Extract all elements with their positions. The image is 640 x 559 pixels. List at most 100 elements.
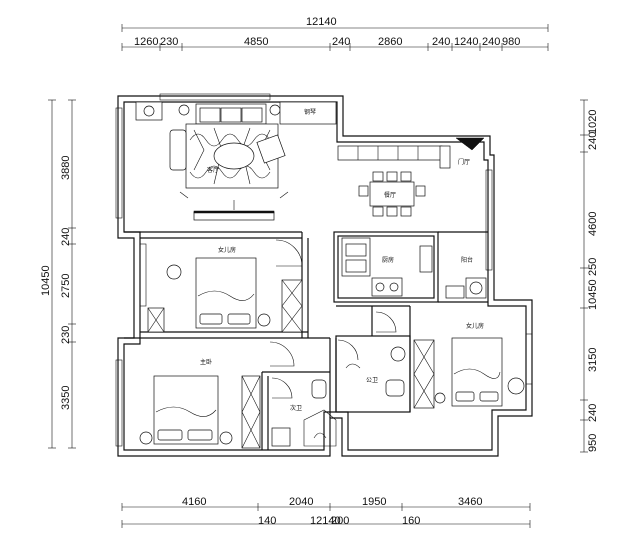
top-seg-label: 980 [502, 36, 520, 48]
cabinet-row [337, 145, 443, 161]
pillow [227, 313, 251, 325]
chair [372, 171, 384, 182]
bottom-seg-label: 2040 [289, 496, 313, 508]
nightstand-lamp-icon [257, 313, 271, 327]
entry-cabinet [439, 145, 451, 169]
right-dimension-chain: 1020 240 4600 250 10450 3150 240 950 [580, 99, 599, 453]
bed-blanket [197, 290, 255, 301]
right-seg-label: 950 [587, 434, 599, 452]
armchair-right [256, 134, 286, 164]
window-master-left [115, 359, 123, 447]
plant-icon [178, 104, 190, 116]
wardrobe-cross [241, 375, 261, 449]
girl-room-1: 女儿房 [147, 239, 303, 333]
wardrobe [281, 279, 303, 333]
chair [400, 171, 412, 182]
nightstand-lamp-icon [139, 431, 153, 445]
kitchen: 厨房 [341, 237, 433, 297]
top-seg-label: 240 [482, 36, 500, 48]
washer-drum-icon [469, 281, 483, 295]
bottom-small-label: 140 [258, 515, 276, 527]
dining-table [369, 181, 415, 207]
pillow [187, 429, 213, 441]
nightstand-lamp-icon [434, 392, 446, 404]
master-bedroom: 主卧 [139, 341, 295, 449]
wall-kitchen [333, 231, 439, 303]
sink [419, 245, 433, 273]
windows [115, 93, 533, 447]
room-label-balcony: 阳台 [461, 256, 473, 264]
burner-icon [389, 282, 399, 292]
view-line [279, 191, 289, 199]
bottom-small-label: 12140 [310, 515, 341, 527]
wardrobe-cross [413, 339, 435, 409]
room-label-girl-room-2: 女儿房 [466, 322, 484, 330]
fridge [345, 243, 367, 257]
right-seg-label: 3150 [587, 348, 599, 372]
wardrobe-cross [147, 307, 165, 333]
door-swing [275, 239, 303, 267]
pillow [157, 429, 183, 441]
round-chair-icon [507, 377, 525, 395]
public-bath: 公卫 [337, 311, 406, 397]
chair [386, 171, 398, 182]
bottom-small-label: 200 [331, 515, 349, 527]
top-seg-label: 2860 [378, 36, 402, 48]
bottom-seg-label: 1950 [362, 496, 386, 508]
bottom-small-label: 160 [402, 515, 420, 527]
dining-area: 门厅 餐厅 [337, 137, 485, 217]
sofa-cushion [241, 107, 263, 123]
armchair-left [169, 129, 187, 171]
room-label-master: 主卧 [200, 358, 212, 366]
chair [372, 206, 384, 217]
left-seg-label: 2750 [60, 274, 72, 298]
bottom-seg-label: 4160 [182, 496, 206, 508]
room-label-kitchen: 厨房 [382, 256, 394, 264]
door-swing [271, 377, 293, 399]
left-seg-label: 3350 [60, 386, 72, 410]
chair [386, 206, 398, 217]
pillow [479, 391, 499, 402]
wardrobe [241, 375, 261, 449]
lamp-icon [143, 105, 155, 117]
shower-icon [345, 363, 361, 369]
pillow [199, 313, 223, 325]
inner-wall-outline [123, 101, 527, 451]
left-seg-label: 240 [60, 228, 72, 246]
laundry-sink [445, 285, 465, 299]
toilet [385, 379, 405, 397]
toilet [311, 379, 327, 399]
girl-room-2: 女儿房 [413, 322, 525, 409]
piano [279, 101, 337, 125]
right-seg-label: 250 [587, 258, 599, 276]
shower-tray [271, 427, 291, 447]
nightstand-lamp-icon [219, 431, 233, 445]
second-bath: 次卫 [271, 377, 337, 447]
window-living-top [159, 93, 271, 101]
door-swing [337, 339, 359, 361]
room-label-living: 客厅 [207, 166, 219, 174]
room-label-entry: 门厅 [458, 158, 470, 166]
door-entry-icon [455, 137, 485, 151]
window-balcony-right [485, 169, 493, 271]
sofa-cushion [220, 107, 242, 123]
left-seg-label: 3880 [60, 156, 72, 180]
top-dimension-chain: 12140 1260 230 4850 240 2860 240 1240 24… [121, 16, 549, 51]
balcony: 阳台 [445, 256, 487, 299]
top-seg-label: 4850 [244, 36, 268, 48]
shower-icon [313, 432, 327, 439]
chair-icon [166, 264, 182, 280]
bed-blanket [453, 368, 501, 379]
right-seg-label: 1020 [587, 110, 599, 134]
chair [358, 185, 369, 197]
left-dimension-chain: 10450 3880 240 2750 230 3350 [40, 99, 76, 449]
tv-screen [193, 210, 275, 214]
rug-pattern [189, 133, 271, 179]
window-living-left [115, 107, 123, 219]
window-girl2-right [525, 333, 533, 385]
wardrobe [413, 339, 435, 409]
living-room: 客厅 钢琴 [135, 101, 337, 221]
wardrobe-cross [281, 279, 303, 333]
room-label-piano: 钢琴 [304, 108, 316, 116]
